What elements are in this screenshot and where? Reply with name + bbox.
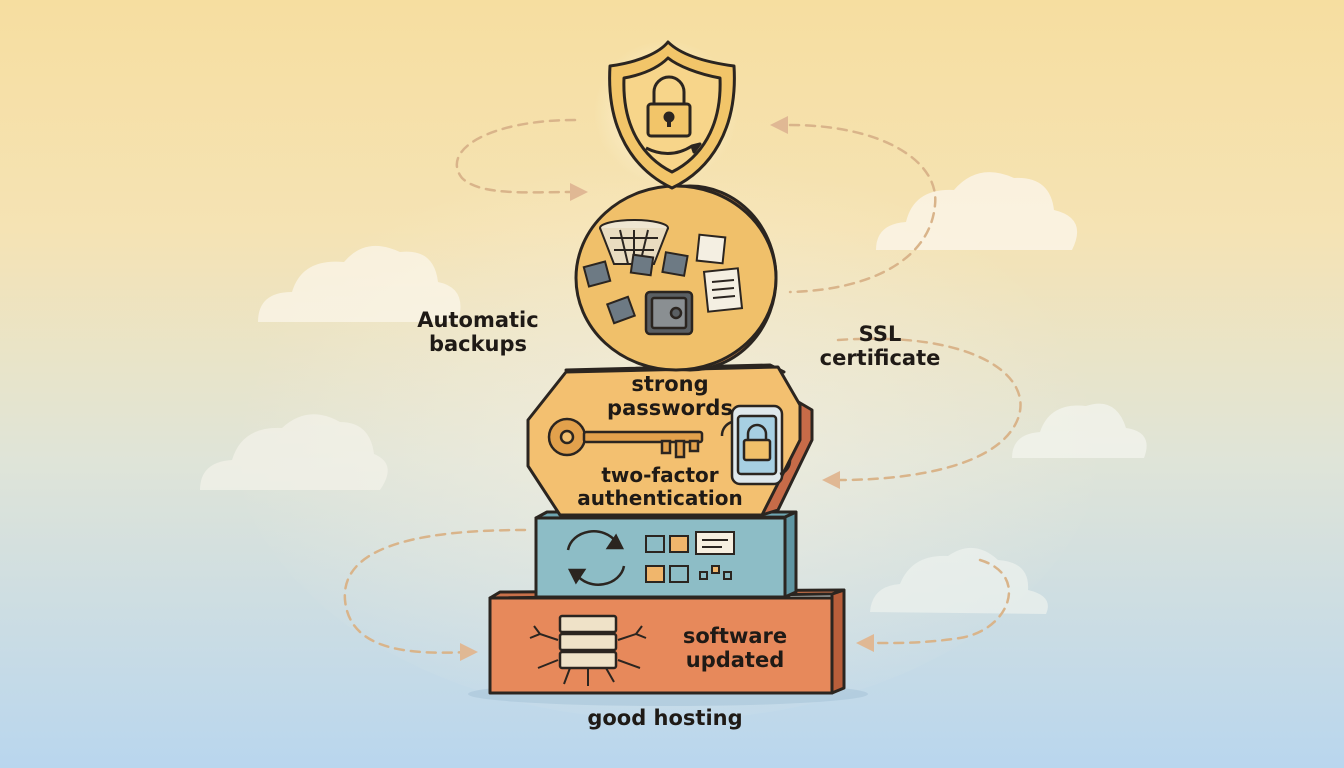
good-hosting-label: good hosting xyxy=(587,706,743,730)
arrowhead-icon xyxy=(460,116,874,661)
key-icon xyxy=(547,417,704,459)
two-factor-label: two-factor authentication xyxy=(577,463,743,510)
shield-lock-icon xyxy=(608,40,736,190)
basket-icon xyxy=(599,219,669,265)
automatic-backups-label: Automatic backups xyxy=(417,308,539,357)
cloud-icon xyxy=(1012,403,1147,458)
document-icon xyxy=(695,233,744,313)
cloud-icon xyxy=(258,245,461,322)
flow-arrows xyxy=(343,118,1022,654)
server-rack-icon xyxy=(529,614,647,686)
ssl-certificate-label: SSL certificate xyxy=(819,322,941,371)
cloud-icon xyxy=(870,547,1048,614)
safe-icon xyxy=(644,290,694,336)
phone-lock-icon xyxy=(720,404,792,486)
strong-passwords-label: strong passwords xyxy=(607,372,733,421)
software-updated-label: software updated xyxy=(682,624,788,673)
cloud-icon xyxy=(876,172,1078,250)
dashboard-tiles-icon xyxy=(645,531,735,583)
floppy-disk-icon xyxy=(582,251,689,325)
refresh-icon xyxy=(566,530,626,586)
cloud-icon xyxy=(200,414,388,490)
software-update-block xyxy=(534,510,798,599)
